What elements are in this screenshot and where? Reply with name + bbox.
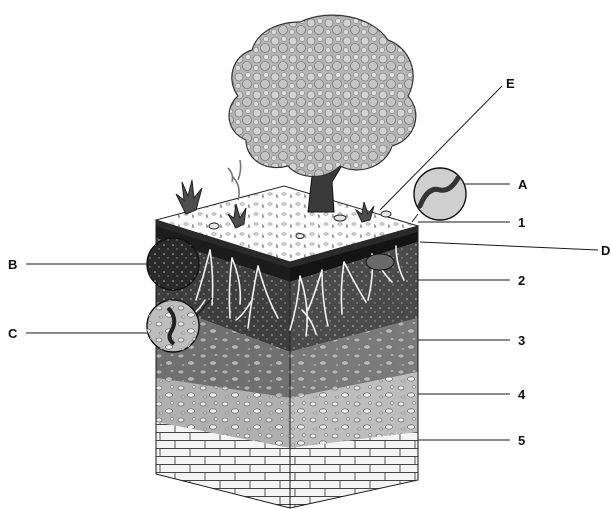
label-a: A	[518, 177, 528, 192]
leader-line-d	[420, 242, 598, 250]
stone-3	[296, 234, 304, 239]
stone-2	[334, 215, 346, 221]
label-b: B	[8, 257, 17, 272]
label-5: 5	[518, 433, 525, 448]
label-3: 3	[518, 333, 525, 348]
label-d: D	[601, 243, 610, 258]
fern	[228, 160, 241, 200]
stone-1	[209, 223, 219, 229]
stone-4	[381, 211, 391, 217]
label-c: C	[8, 326, 18, 341]
label-e: E	[506, 76, 515, 91]
tree-canopy	[229, 15, 416, 176]
tree	[229, 15, 416, 212]
label-2: 2	[518, 273, 525, 288]
burrowing-animal	[366, 254, 394, 270]
label-4: 4	[518, 387, 526, 402]
inset-a-earthworm	[412, 168, 466, 222]
label-1: 1	[518, 215, 525, 230]
